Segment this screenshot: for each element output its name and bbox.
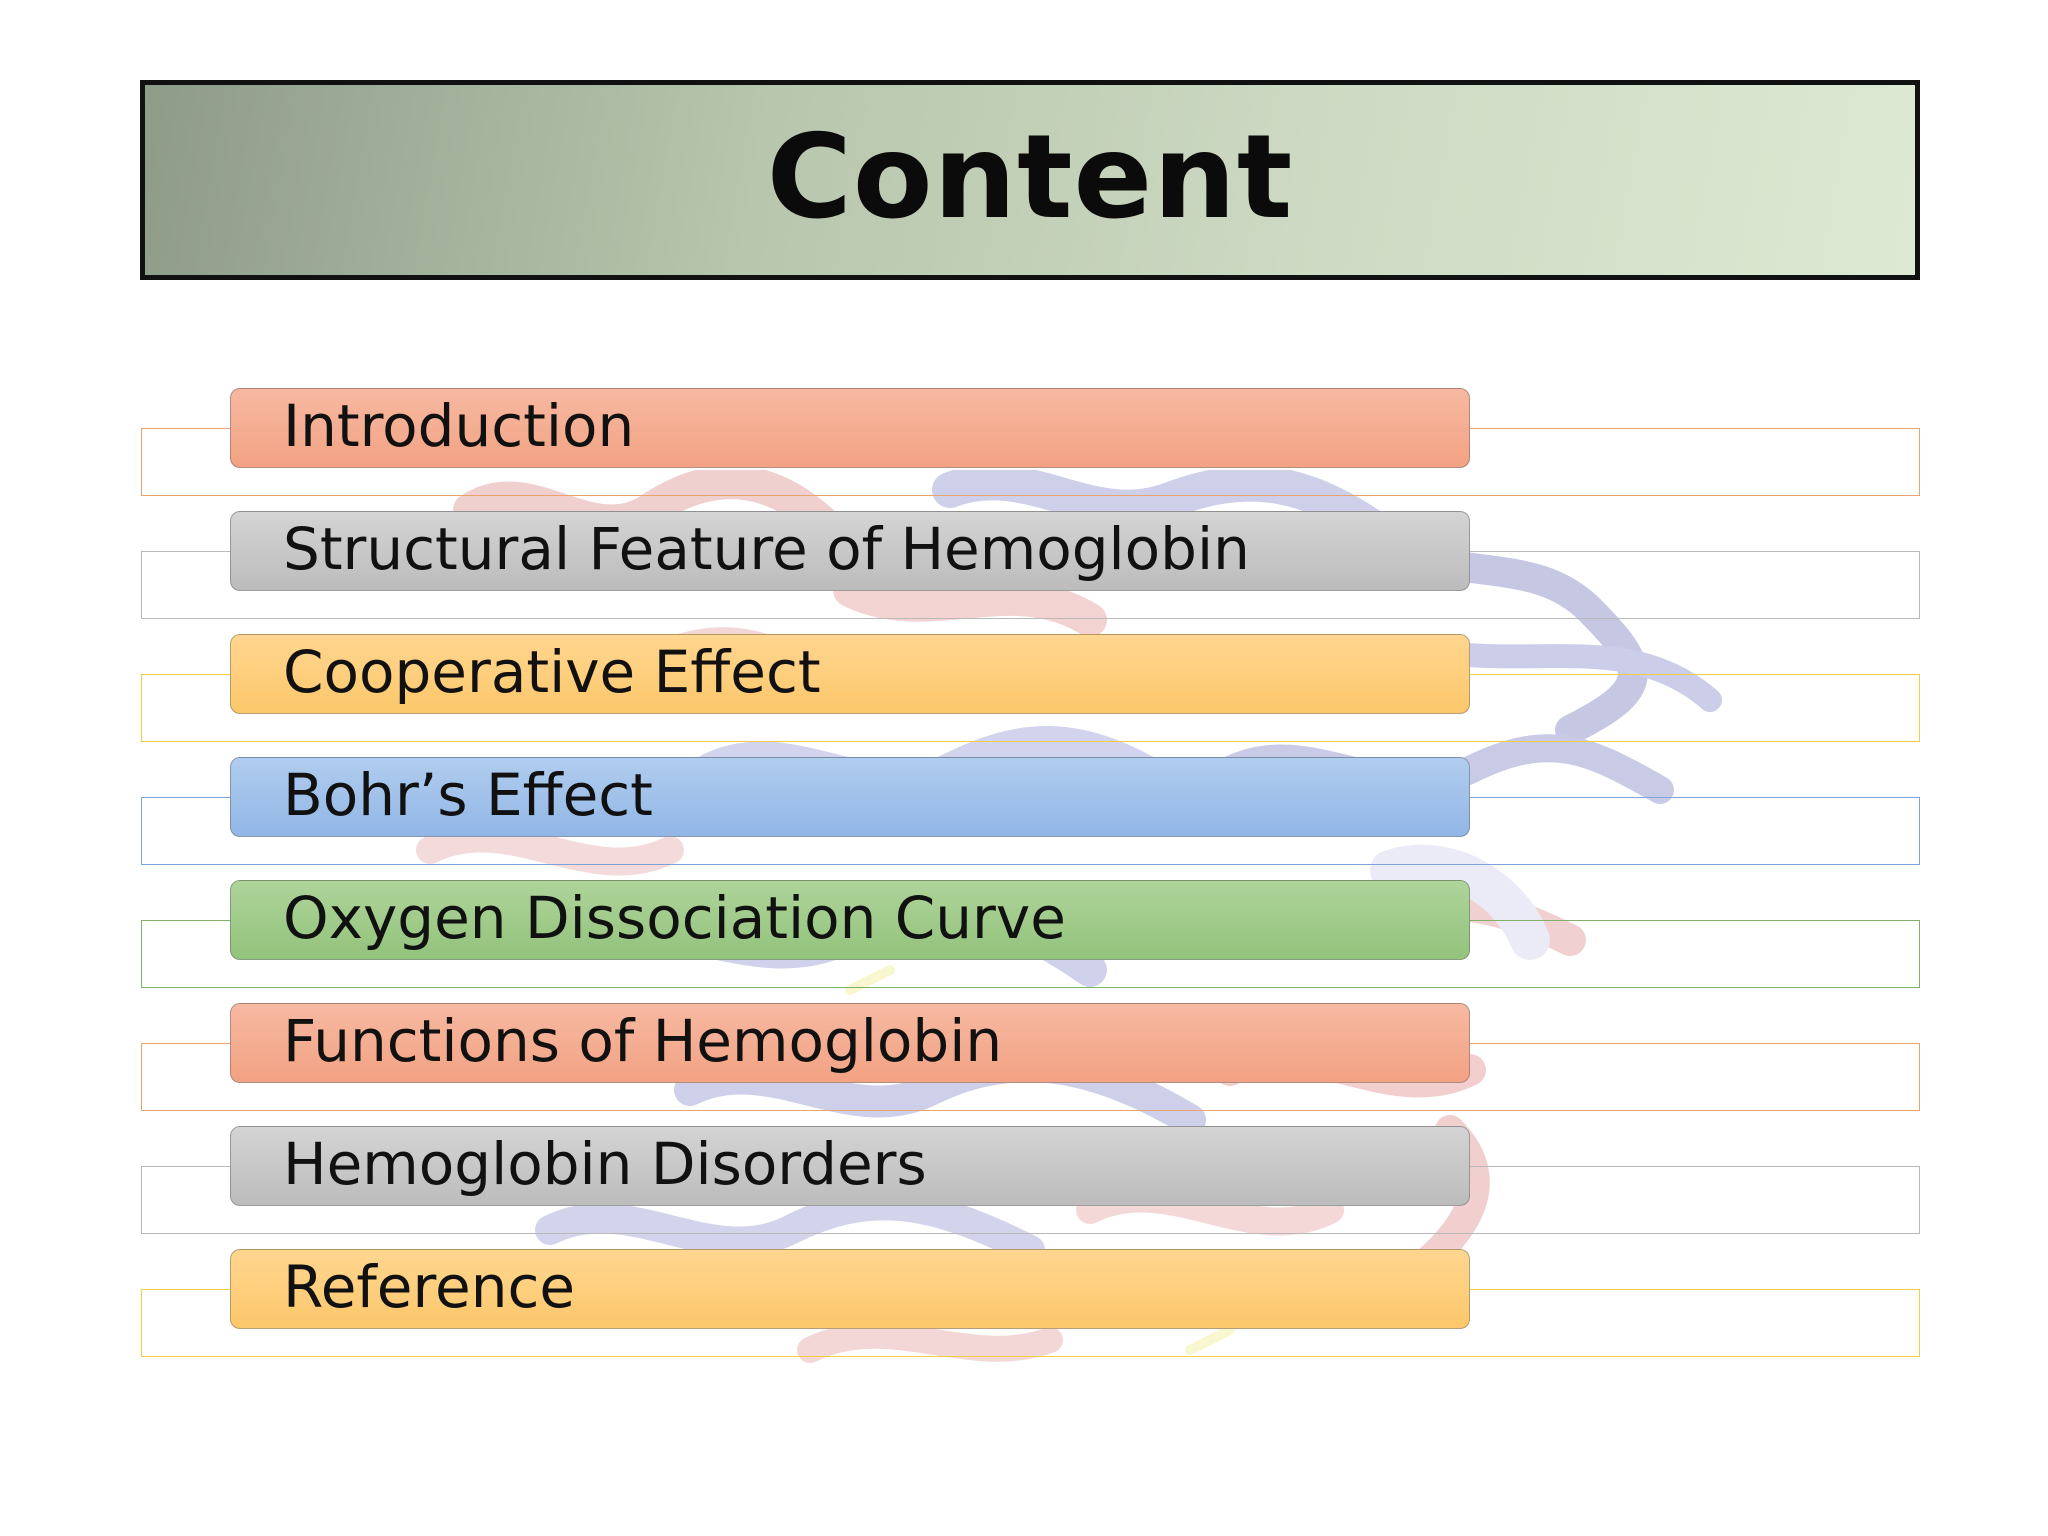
list-item: Cooperative Effect bbox=[0, 634, 2048, 774]
item-introduction: Introduction bbox=[230, 388, 1470, 468]
slide-title: Content bbox=[766, 109, 1294, 245]
item-label: Hemoglobin Disorders bbox=[283, 1130, 927, 1198]
item-label: Structural Feature of Hemoglobin bbox=[283, 515, 1250, 583]
item-cooperative-effect: Cooperative Effect bbox=[230, 634, 1470, 714]
title-banner: Content bbox=[140, 80, 1920, 280]
item-label: Bohr’s Effect bbox=[283, 761, 653, 829]
list-item: Introduction bbox=[0, 388, 2048, 528]
item-functions-of-hemoglobin: Functions of Hemoglobin bbox=[230, 1003, 1470, 1083]
list-item: Oxygen Dissociation Curve bbox=[0, 880, 2048, 1020]
item-oxygen-dissociation-curve: Oxygen Dissociation Curve bbox=[230, 880, 1470, 960]
item-hemoglobin-disorders: Hemoglobin Disorders bbox=[230, 1126, 1470, 1206]
item-label: Oxygen Dissociation Curve bbox=[283, 884, 1066, 952]
item-label: Reference bbox=[283, 1253, 576, 1321]
list-item: Bohr’s Effect bbox=[0, 757, 2048, 897]
list-item: Reference bbox=[0, 1249, 2048, 1389]
item-structural-feature: Structural Feature of Hemoglobin bbox=[230, 511, 1470, 591]
item-label: Introduction bbox=[283, 392, 635, 460]
item-reference: Reference bbox=[230, 1249, 1470, 1329]
list-item: Functions of Hemoglobin bbox=[0, 1003, 2048, 1143]
list-item: Structural Feature of Hemoglobin bbox=[0, 511, 2048, 651]
item-label: Cooperative Effect bbox=[283, 638, 821, 706]
item-bohrs-effect: Bohr’s Effect bbox=[230, 757, 1470, 837]
item-label: Functions of Hemoglobin bbox=[283, 1007, 1003, 1075]
list-item: Hemoglobin Disorders bbox=[0, 1126, 2048, 1266]
